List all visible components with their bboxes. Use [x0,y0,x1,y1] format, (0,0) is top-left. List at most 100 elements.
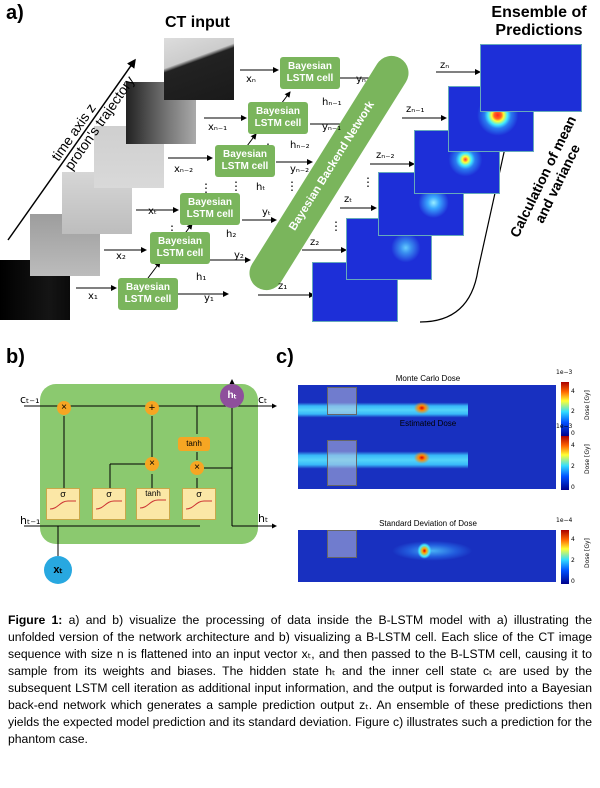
x-label: xₙ [246,74,256,85]
colorbar-scale: 1e−4 [556,517,573,524]
cell-label-line1: Bayesian [158,236,202,247]
colorbar-scale: 1e−3 [556,423,573,430]
ensemble-title: Ensemble of Predictions [484,4,594,40]
ct-input-title: CT input [165,14,230,31]
tanh-op: tanh [178,437,210,451]
colorbar-tick: 2 [571,557,575,564]
colorbar-label: Dose [Gy] [584,390,591,420]
lstm-cell-wiring [24,379,277,556]
h-out-label: hₜ [258,512,269,525]
y-label: yₙ₋₁ [322,122,342,133]
gate-label: σ [60,489,66,499]
gate-label: σ [106,489,112,499]
ensemble-title-line1: Ensemble of [491,4,587,21]
h-label: hₜ [256,182,266,193]
multiply-op: × [145,457,159,471]
candidate-gate: tanh [136,488,170,520]
colorbar [561,382,569,436]
z-label: z₁ [278,281,288,292]
y-label: y₂ [234,250,244,261]
gate-label: tanh [145,489,161,498]
figure-caption: Figure 1: a) and b) visualize the proces… [8,612,592,748]
phantom-box [327,530,357,558]
phantom-box [327,387,357,415]
h-in-label: hₜ₋₁ [20,514,41,527]
c-out-label: cₜ [258,393,268,406]
svg-text:⋮: ⋮ [330,219,342,233]
colorbar-tick: 0 [571,484,575,491]
prediction-map [480,44,582,112]
h-label: h₁ [196,272,207,283]
gate-label: σ [196,489,202,499]
cell-label-line2: LSTM cell [186,209,234,220]
multiply-op: × [190,461,204,475]
gate-curve [95,500,122,510]
x-label: x₂ [116,251,126,262]
colorbar-tick: 0 [571,578,575,585]
cell-label-line2: LSTM cell [286,73,334,84]
h-label: hₙ₋₁ [322,97,342,108]
h-label: hₙ₋₂ [290,140,310,151]
svg-text:⋮: ⋮ [230,179,242,193]
x-label: xₙ₋₂ [174,164,194,175]
input-gate: σ [92,488,126,520]
y-label: yₜ [262,207,271,218]
cell-label-line1: Bayesian [223,149,267,160]
z-label: zₙ [440,60,450,71]
colorbar-scale: 1e−3 [556,369,573,376]
colorbar [561,436,569,490]
z-label: zₜ [344,194,353,205]
svg-text:⋮: ⋮ [200,181,212,195]
time-axis-arrow [7,58,136,241]
colorbar-tick: 0 [571,430,575,437]
add-op: + [145,401,159,415]
colorbar-tick: 4 [571,442,575,449]
x-input-node: xₜ [44,556,72,584]
h-top-node: hₜ [220,384,244,408]
cell-label-line1: Bayesian [188,197,232,208]
y-label: y₁ [204,293,214,304]
panel-a-label: a) [6,2,24,24]
z-label: zₙ₋₁ [406,104,425,115]
cell-label-line1: Bayesian [256,106,300,117]
svg-text:⋮: ⋮ [286,179,298,193]
gate-curve [139,499,166,509]
colorbar-tick: 4 [571,388,575,395]
colorbar [561,530,569,584]
phantom-box [327,440,357,486]
dose-plot-title: Standard Deviation of Dose [379,519,477,528]
cell-label-line2: LSTM cell [156,248,204,259]
z-label: zₙ₋₂ [376,150,395,161]
dose-plot-title: Estimated Dose [399,419,457,428]
cell-label-line1: Bayesian [288,61,332,72]
h-label: h₂ [226,229,237,240]
cell-label-line1: Bayesian [126,282,170,293]
cell-label-line2: LSTM cell [124,294,172,305]
x-label: xₜ [148,206,157,217]
panel-c-label: c) [276,346,294,368]
ensemble-title-line2: Predictions [495,22,583,39]
colorbar-label: Dose [Gy] [584,538,591,568]
multiply-op: × [57,401,71,415]
caption-text: a) and b) visualize the processing of da… [8,613,592,746]
y-label: yₙ₋₂ [290,164,310,175]
x-label: xₙ₋₁ [208,122,228,133]
dose-plot-title: Monte Carlo Dose [395,374,461,383]
ct-slice [164,38,234,100]
cell-label-line2: LSTM cell [221,161,269,172]
colorbar-tick: 2 [571,408,575,415]
c-in-label: cₜ₋₁ [20,393,40,406]
caption-label: Figure 1: [8,613,63,627]
gate-curve [49,500,76,510]
x-label: x₁ [88,291,98,302]
cell-label-line2: LSTM cell [254,118,302,129]
forget-gate: σ [46,488,80,520]
colorbar-tick: 4 [571,536,575,543]
svg-text:⋮: ⋮ [362,175,374,189]
panel-b-label: b) [6,346,25,368]
